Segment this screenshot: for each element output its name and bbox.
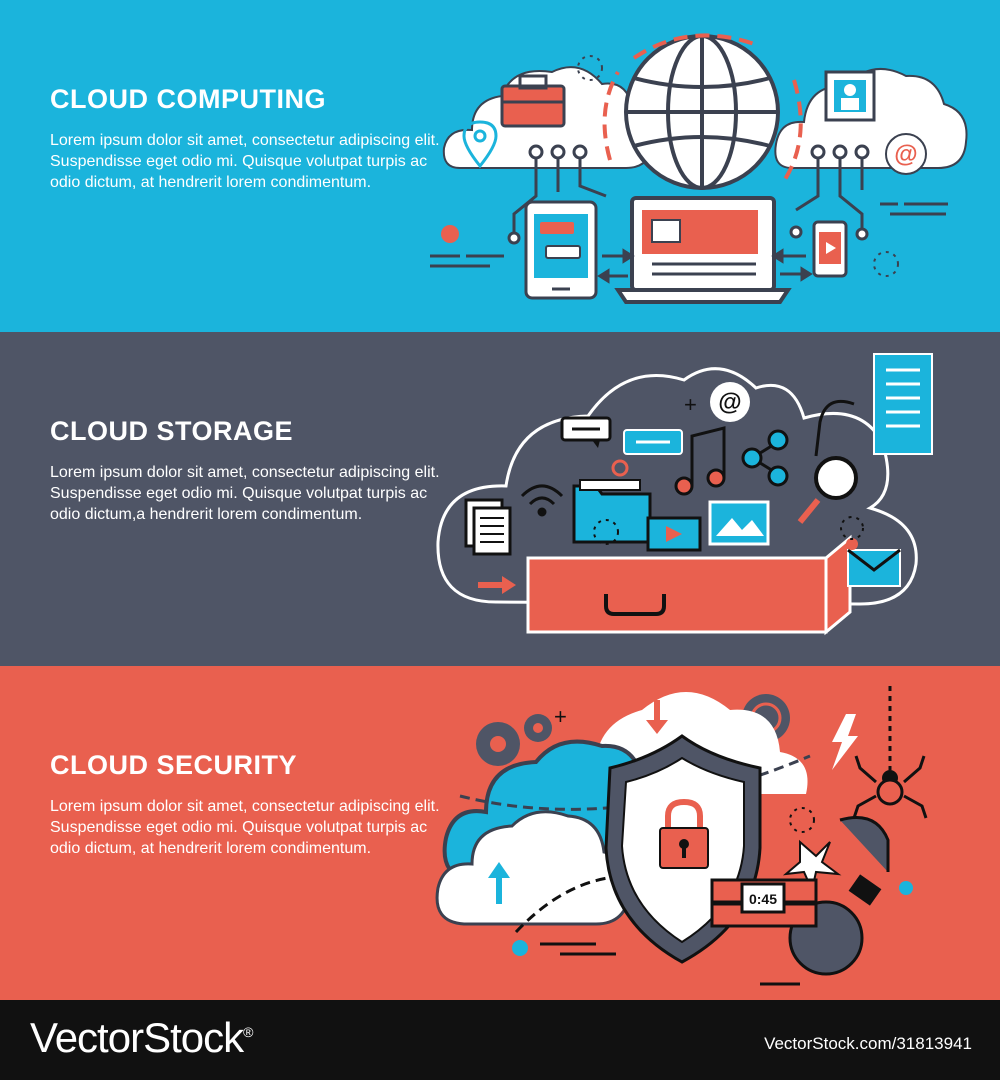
decorative-dot <box>512 940 528 956</box>
envelope-icon <box>847 548 901 587</box>
timer-icon: 0:45 <box>710 878 818 928</box>
decorative-ring <box>611 459 629 477</box>
padlock-icon <box>659 798 709 869</box>
tablet-icon <box>524 200 598 300</box>
cloud-security-illustration: + <box>435 686 928 986</box>
video-icon <box>646 516 702 552</box>
document-icon <box>464 498 512 556</box>
cloud-security-banner: CLOUD SECURITY Lorem ipsum dolor sit ame… <box>0 666 1000 1000</box>
chat-bubble-icon <box>560 416 683 455</box>
music-note-icon <box>674 426 726 496</box>
cloud-storage-banner: CLOUD STORAGE Lorem ipsum dolor sit amet… <box>0 332 1000 666</box>
banner-description: Lorem ipsum dolor sit amet, consectetur … <box>50 132 440 191</box>
server-icon <box>814 353 933 457</box>
transfer-arrows <box>597 248 813 284</box>
plus-icon: + <box>554 704 567 729</box>
decorative-dot <box>846 538 858 550</box>
spider-icon <box>852 686 928 819</box>
briefcase-icon <box>500 74 566 128</box>
at-sign-icon: @ <box>710 382 750 422</box>
svg-text:@: @ <box>718 389 741 416</box>
cloud-storage-illustration: @ + <box>436 353 933 636</box>
download-arrow-icon <box>646 700 668 734</box>
wifi-icon <box>520 484 564 517</box>
decorative-dotted-circle <box>789 807 815 833</box>
image-icon <box>708 500 770 546</box>
share-icon <box>741 429 789 487</box>
gear-icon <box>476 714 552 766</box>
watermark-footer: VectorStock® VectorStock.com/31813941 <box>0 1000 1000 1080</box>
timer-display: 0:45 <box>749 891 777 907</box>
search-icon <box>797 456 858 524</box>
banner-description: Lorem ipsum dolor sit amet, consectetur … <box>50 798 440 857</box>
registered-mark: ® <box>243 1024 253 1040</box>
location-pin-icon <box>462 120 498 169</box>
banner-description: Lorem ipsum dolor sit amet, consectetur … <box>50 464 440 523</box>
decorative-dotted-circle <box>593 516 864 545</box>
plus-icon: + <box>684 392 697 417</box>
drawer-icon <box>526 534 852 636</box>
smartphone-icon <box>812 220 848 278</box>
banner-title: CLOUD STORAGE <box>50 416 294 446</box>
upload-arrow-icon <box>488 862 510 904</box>
sync-arrows-icon <box>602 33 803 186</box>
lightning-icon <box>832 714 858 770</box>
folder-icon <box>572 479 652 544</box>
brand-name: VectorStock <box>30 1014 244 1061</box>
decorative-dashes <box>430 202 948 268</box>
user-profile-icon <box>824 70 876 122</box>
svg-text:@: @ <box>894 141 917 168</box>
decorative-dotted-circle <box>577 55 899 277</box>
stock-id: VectorStock.com/31813941 <box>764 1034 972 1053</box>
arrow-right-icon <box>478 576 516 594</box>
decorative-dot <box>899 881 913 895</box>
banner-title: CLOUD COMPUTING <box>50 84 326 114</box>
cloud-computing-banner: CLOUD COMPUTING Lorem ipsum dolor sit am… <box>0 0 1000 332</box>
circuit-lines-right <box>789 144 870 241</box>
circuit-lines-left <box>507 144 607 245</box>
banner-title: CLOUD SECURITY <box>50 750 298 780</box>
brand-logo: VectorStock® <box>30 1014 253 1062</box>
laptop-icon <box>614 196 792 304</box>
decorative-dot <box>441 225 459 243</box>
decorative-dashes <box>540 942 800 986</box>
at-sign-icon: @ <box>885 133 927 175</box>
cloud-computing-illustration: @ <box>430 33 968 304</box>
globe-icon <box>624 34 780 190</box>
cloud-outline <box>436 367 918 606</box>
